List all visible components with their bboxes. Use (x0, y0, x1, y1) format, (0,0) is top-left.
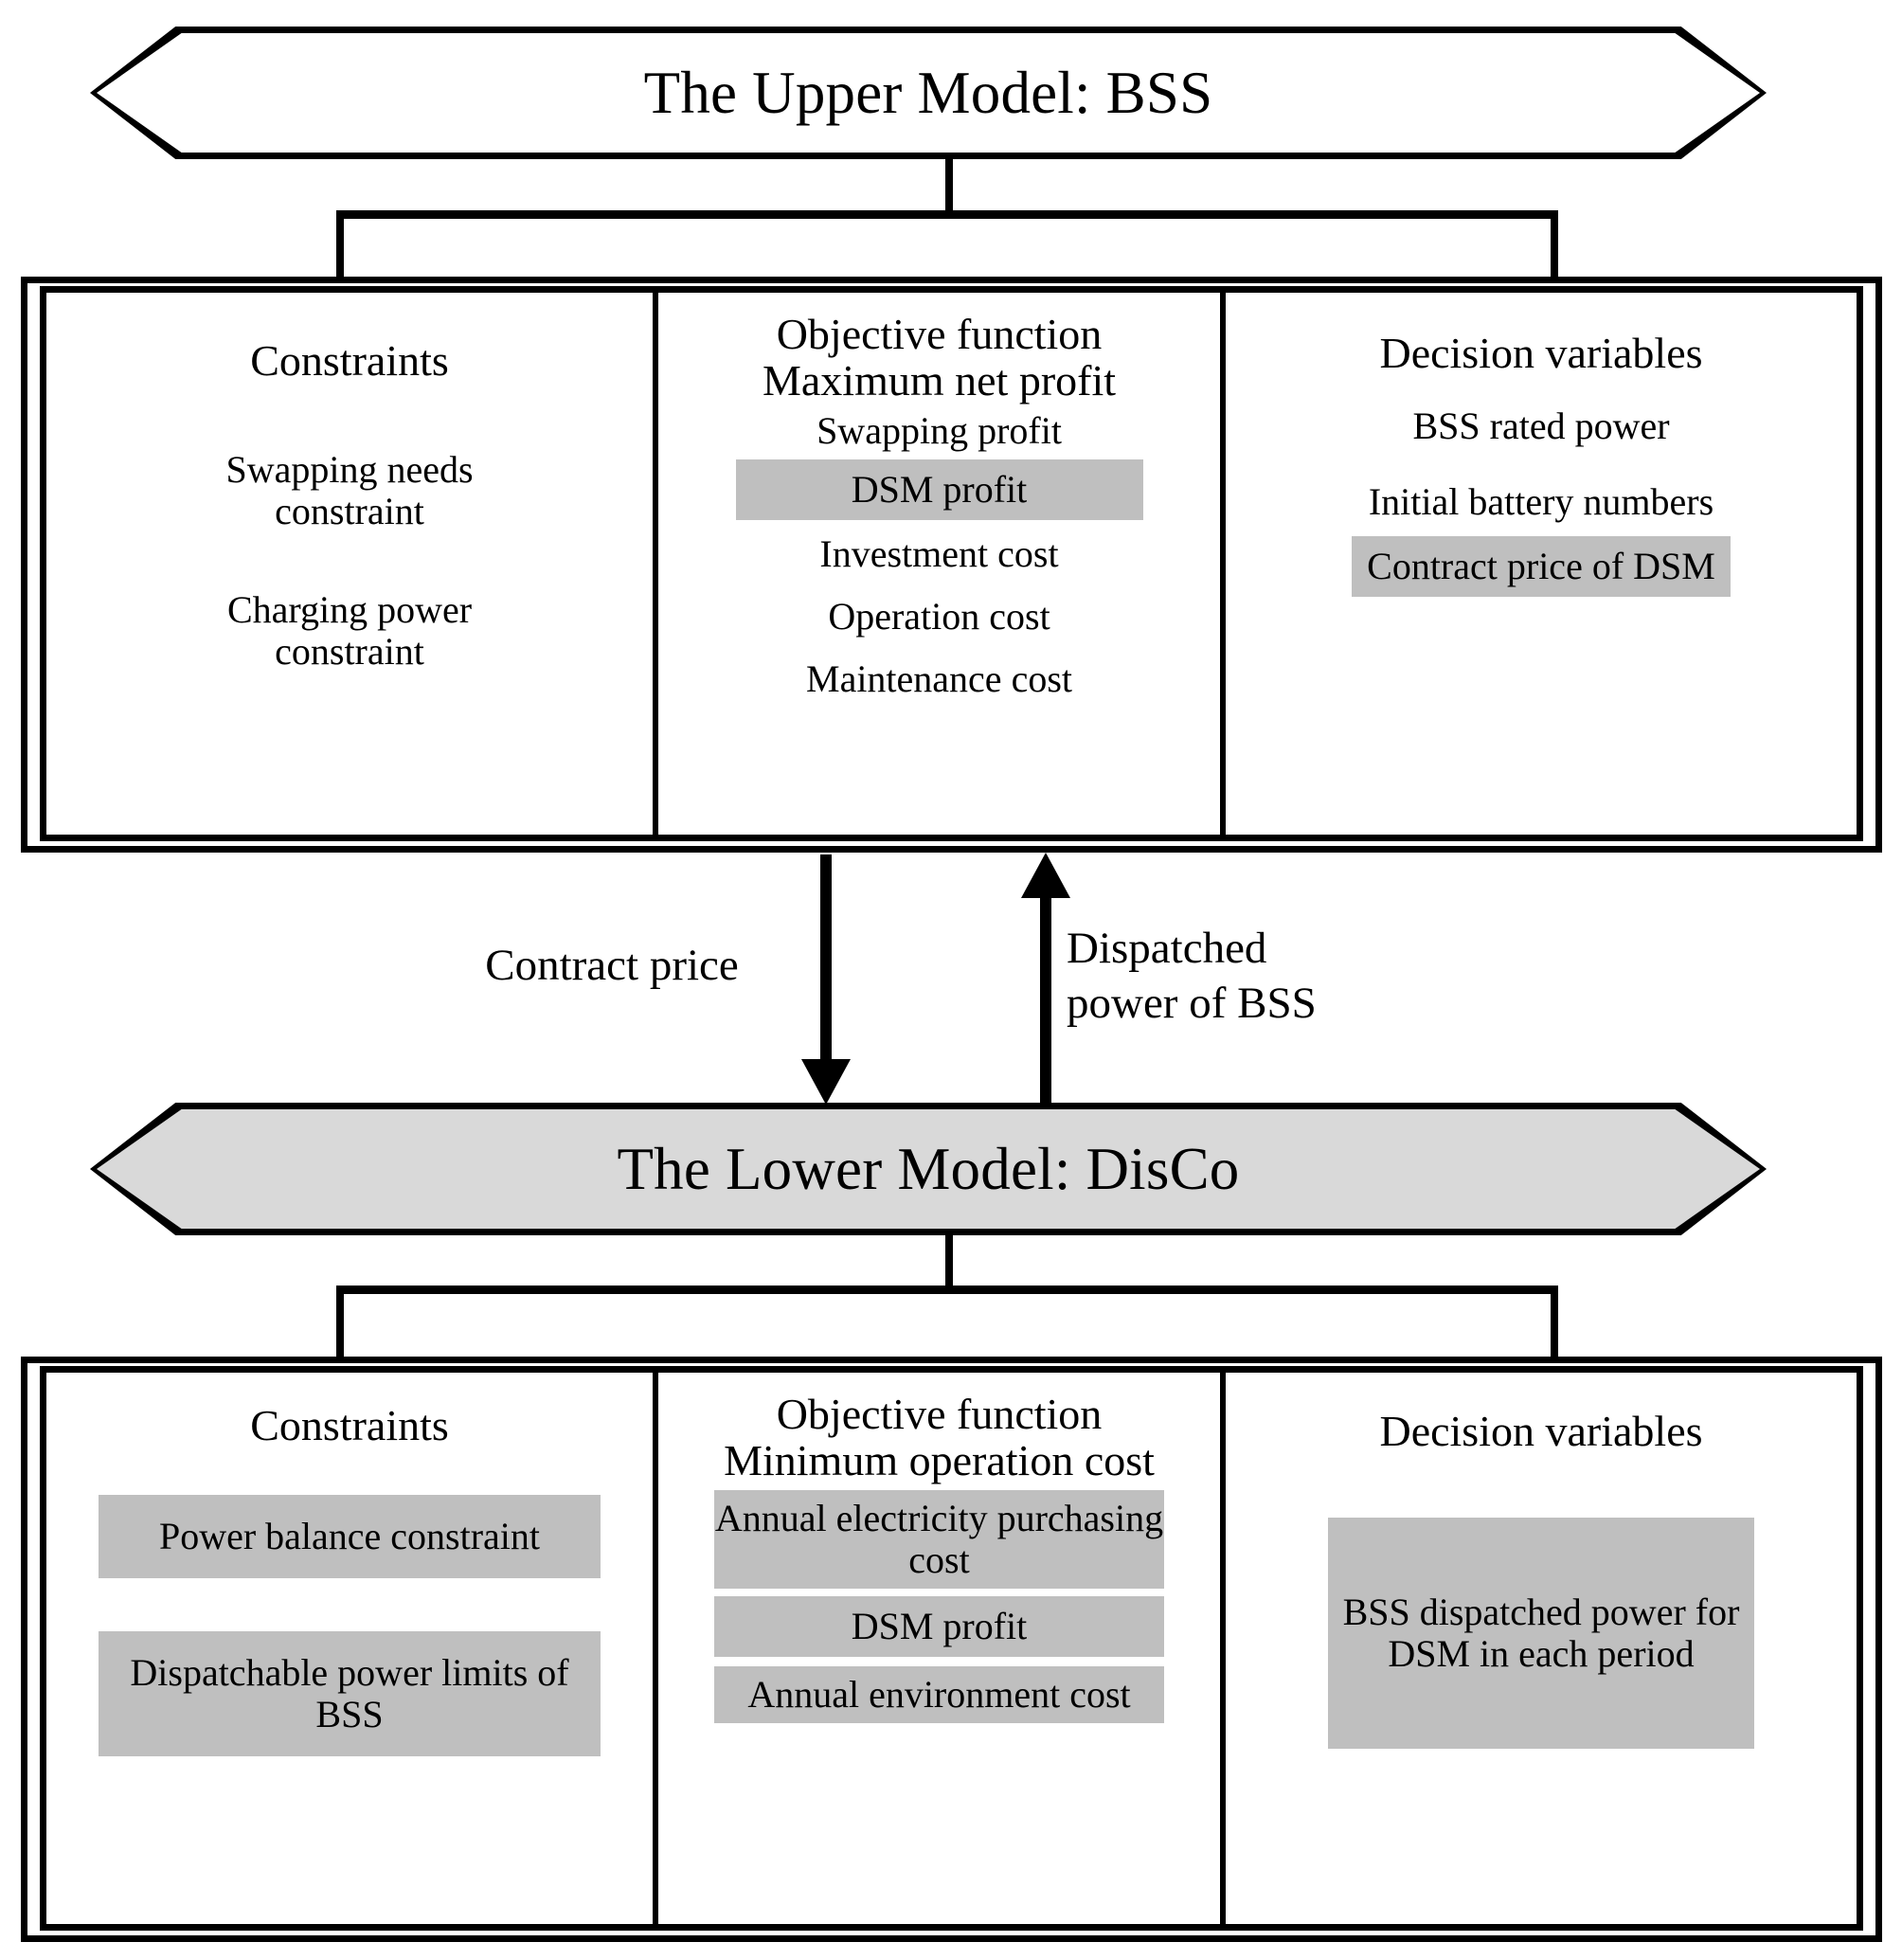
upper-decision-heading: Decision variables (1379, 329, 1703, 377)
upper-connector-drop-left (336, 210, 344, 279)
dispatched-power-arrow-head (1021, 853, 1070, 898)
lower-decision-heading: Decision variables (1379, 1407, 1703, 1455)
lower-connector-bar (336, 1286, 1558, 1294)
contract-price-arrow-head (801, 1059, 851, 1105)
lower-connector-drop-left (336, 1286, 344, 1358)
lower-model-title: The Lower Model: DisCo (617, 1135, 1240, 1202)
upper-decision-column: Decision variables BSS rated power Initi… (1226, 293, 1857, 835)
upper-constraint-item-2: Charging power constraint (226, 587, 473, 673)
upper-objective-item-dsm-profit: DSM profit (735, 459, 1143, 520)
dispatched-power-arrow-label-line2: power of BSS (1067, 979, 1317, 1028)
dispatched-power-arrow-label-line1: Dispatched (1067, 924, 1267, 973)
upper-objective-item-investment-cost: Investment cost (819, 531, 1059, 575)
upper-connector-drop-right (1551, 210, 1558, 279)
upper-objective-column: Objective function Maximum net profit Sw… (653, 293, 1226, 835)
dispatched-power-arrow-shaft (1040, 894, 1051, 1106)
upper-objective-item-maintenance-cost: Maintenance cost (806, 656, 1072, 700)
upper-model-banner-fill: The Upper Model: BSS (97, 33, 1760, 153)
upper-decision-item-battery-numbers: Initial battery numbers (1368, 479, 1714, 523)
upper-model-banner: The Upper Model: BSS (90, 27, 1767, 159)
lower-constraints-heading: Constraints (250, 1401, 449, 1449)
lower-model-banner-fill: The Lower Model: DisCo (97, 1109, 1760, 1229)
lower-connector-stem (945, 1235, 953, 1287)
upper-model-title: The Upper Model: BSS (643, 59, 1213, 126)
lower-connector-drop-right (1551, 1286, 1558, 1358)
upper-decision-item-contract-price: Contract price of DSM (1352, 535, 1731, 597)
contract-price-arrow-shaft (820, 854, 832, 1061)
upper-decision-item-rated-power: BSS rated power (1412, 404, 1670, 447)
contract-price-arrow-label: Contract price (485, 941, 739, 990)
lower-objective-column: Objective function Minimum operation cos… (653, 1373, 1226, 1924)
lower-objective-item-environment-cost: Annual environment cost (714, 1665, 1164, 1723)
lower-decision-column: Decision variables BSS dispatched power … (1226, 1373, 1857, 1924)
lower-constraint-item-power-balance: Power balance constraint (99, 1494, 601, 1578)
lower-model-panel: Constraints Power balance constraint Dis… (40, 1366, 1863, 1931)
upper-objective-heading-line1: Objective function (776, 310, 1103, 358)
lower-objective-item-electricity-cost: Annual electricity purchasing cost (714, 1489, 1164, 1589)
lower-constraints-column: Constraints Power balance constraint Dis… (46, 1373, 653, 1924)
lower-decision-item-bss-dispatched-power: BSS dispatched power for DSM in each per… (1328, 1517, 1754, 1749)
upper-constraint-item-1: Swapping needs constraint (225, 447, 474, 532)
upper-model-panel: Constraints Swapping needs constraint Ch… (40, 286, 1863, 841)
upper-connector-stem (945, 159, 953, 213)
upper-objective-heading-line2: Maximum net profit (762, 355, 1117, 405)
upper-objective-item-operation-cost: Operation cost (828, 594, 1050, 638)
upper-connector-bar (336, 210, 1558, 219)
upper-objective-item-swapping-profit: Swapping profit (816, 408, 1062, 452)
lower-objective-item-dsm-profit: DSM profit (714, 1595, 1164, 1657)
lower-constraint-item-dispatchable-limits: Dispatchable power limits of BSS (99, 1630, 601, 1756)
lower-objective-heading-line2: Minimum operation cost (724, 1435, 1155, 1484)
upper-constraints-column: Constraints Swapping needs constraint Ch… (46, 293, 653, 835)
upper-constraints-heading: Constraints (250, 336, 449, 385)
lower-objective-heading-line1: Objective function (776, 1390, 1103, 1438)
lower-model-banner: The Lower Model: DisCo (90, 1103, 1767, 1235)
